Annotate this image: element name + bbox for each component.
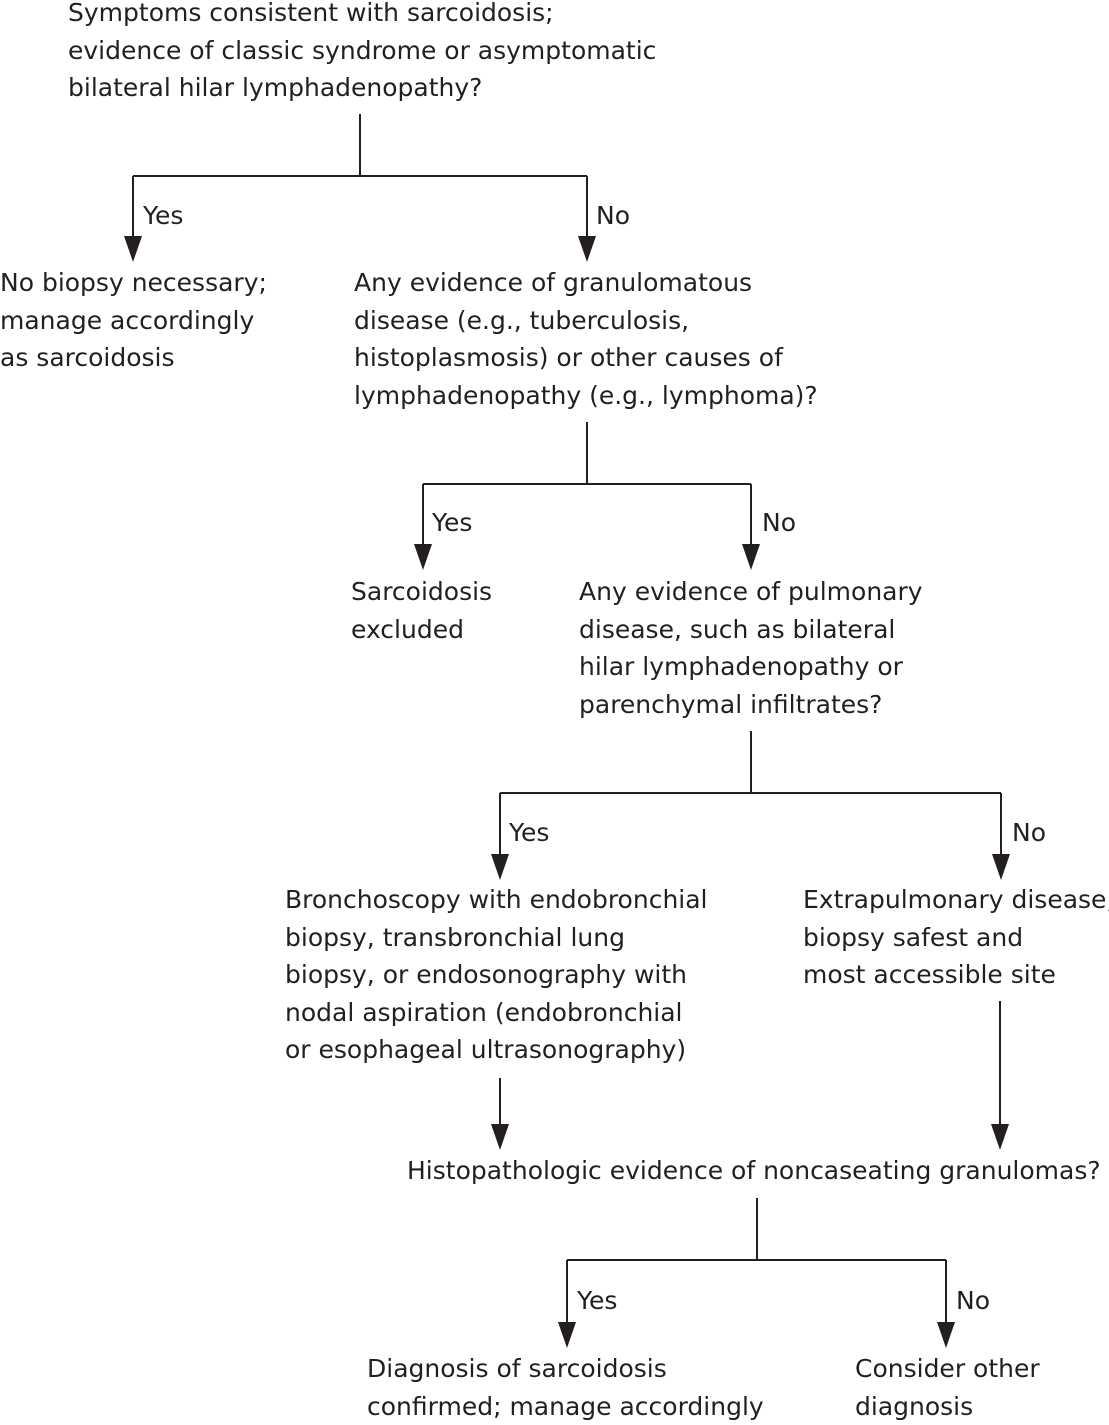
branch-label-pulm-no: No <box>1012 818 1046 848</box>
node-text-line: Bronchoscopy with endobronchial <box>285 881 708 919</box>
node-text-line: Consider other <box>855 1350 1040 1388</box>
node-text-line: Sarcoidosis <box>351 573 492 611</box>
branch-label-histo-no: No <box>956 1286 990 1316</box>
node-text-line: Any evidence of pulmonary <box>579 573 923 611</box>
node-sarcoidosis-excluded: Sarcoidosis excluded <box>351 573 492 648</box>
node-bronchoscopy: Bronchoscopy with endobronchial biopsy, … <box>285 881 708 1069</box>
arrowhead-histo-no <box>937 1322 955 1348</box>
node-text-line: or esophageal ultrasonography) <box>285 1031 708 1069</box>
node-text-line: confirmed; manage accordingly <box>367 1388 764 1425</box>
node-text-line: hilar lymphadenopathy or <box>579 648 923 686</box>
node-text-line: No biopsy necessary; <box>0 264 267 302</box>
arrowhead-histo-yes <box>558 1322 576 1348</box>
node-text-line: Diagnosis of sarcoidosis <box>367 1350 764 1388</box>
node-text-line: lymphadenopathy (e.g., lymphoma)? <box>354 377 818 415</box>
node-diagnosis-confirmed: Diagnosis of sarcoidosis confirmed; mana… <box>367 1350 764 1425</box>
arrowhead-gran-yes <box>414 544 432 570</box>
node-text-line: bilateral hilar lymphadenopathy? <box>68 69 656 107</box>
arrowhead-pulm-yes <box>491 854 509 880</box>
node-text-line: disease (e.g., tuberculosis, <box>354 302 818 340</box>
node-histopathology-question: Histopathologic evidence of noncaseating… <box>407 1152 1101 1190</box>
node-text-line: diagnosis <box>855 1388 1040 1425</box>
node-no-biopsy: No biopsy necessary; manage accordingly … <box>0 264 267 377</box>
node-text-line: parenchymal infiltrates? <box>579 686 923 724</box>
node-granulomatous-question: Any evidence of granulomatous disease (e… <box>354 264 818 414</box>
node-text-line: Symptoms consistent with sarcoidosis; <box>68 0 656 32</box>
branch-label-gran-yes: Yes <box>432 508 472 538</box>
connector-start-split <box>133 114 587 240</box>
arrowhead-bronchoscopy <box>491 1124 509 1150</box>
arrowhead-extrapulmonary <box>991 1124 1009 1150</box>
node-text-line: excluded <box>351 611 492 649</box>
node-extrapulmonary: Extrapulmonary disease; biopsy safest an… <box>803 881 1109 994</box>
node-text-line: as sarcoidosis <box>0 339 267 377</box>
node-text-line: evidence of classic syndrome or asymptom… <box>68 32 656 70</box>
node-pulmonary-question: Any evidence of pulmonary disease, such … <box>579 573 923 723</box>
arrowhead-start-yes <box>124 236 142 262</box>
branch-label-pulm-yes: Yes <box>509 818 549 848</box>
node-start-question: Symptoms consistent with sarcoidosis; ev… <box>68 0 656 107</box>
node-text-line: nodal aspiration (endobronchial <box>285 994 708 1032</box>
node-text-line: biopsy, or endosonography with <box>285 956 708 994</box>
node-text-line: Extrapulmonary disease; <box>803 881 1109 919</box>
branch-label-start-yes: Yes <box>143 201 183 231</box>
branch-label-gran-no: No <box>762 508 796 538</box>
node-text-line: biopsy safest and <box>803 919 1109 957</box>
node-text-line: most accessible site <box>803 956 1109 994</box>
node-consider-other: Consider other diagnosis <box>855 1350 1040 1425</box>
arrowhead-pulm-no <box>992 854 1010 880</box>
connector-pulmonary-split <box>500 731 1001 858</box>
node-text-line: Any evidence of granulomatous <box>354 264 818 302</box>
node-text-line: Histopathologic evidence of noncaseating… <box>407 1152 1101 1190</box>
branch-label-histo-yes: Yes <box>577 1286 617 1316</box>
node-text-line: biopsy, transbronchial lung <box>285 919 708 957</box>
arrowhead-gran-no <box>742 544 760 570</box>
connector-histopathology-split <box>567 1198 946 1326</box>
node-text-line: manage accordingly <box>0 302 267 340</box>
node-text-line: histoplasmosis) or other causes of <box>354 339 818 377</box>
node-text-line: disease, such as bilateral <box>579 611 923 649</box>
branch-label-start-no: No <box>596 201 630 231</box>
arrowhead-start-no <box>578 236 596 262</box>
